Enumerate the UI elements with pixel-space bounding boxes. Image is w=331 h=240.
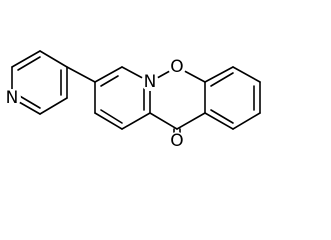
atom-label: O — [170, 57, 183, 77]
double-bond-inner — [17, 56, 41, 71]
bond — [121, 112, 151, 130]
atom-o-carbonyl: O — [168, 131, 186, 150]
bond — [94, 66, 123, 83]
bond — [176, 112, 206, 130]
atom-n-pyridine: N — [3, 88, 21, 108]
double-bond-inner — [100, 109, 123, 124]
chemical-structure: N N O O — [3, 50, 261, 150]
bond — [11, 50, 41, 68]
bond — [149, 112, 178, 130]
bond — [232, 66, 261, 83]
biaryl-bond — [66, 66, 96, 83]
double-bond-inner — [210, 109, 234, 124]
bond — [94, 112, 123, 130]
double-bond-inner — [210, 72, 234, 87]
bond — [39, 97, 68, 115]
atom-label: N — [144, 72, 157, 92]
atom-label: N — [6, 88, 19, 108]
central-pyridine-ring — [94, 66, 151, 130]
benzene-ring — [204, 66, 261, 130]
bond — [232, 112, 261, 130]
pyridine-ring — [11, 50, 68, 115]
atom-n-ring: N — [141, 72, 159, 92]
atom-label: O — [170, 131, 183, 150]
atom-o-ring: O — [168, 57, 186, 77]
bond — [39, 50, 68, 68]
bond — [204, 112, 234, 130]
double-bond-inner — [17, 94, 41, 109]
double-bond-inner — [100, 75, 119, 87]
bond — [204, 66, 234, 83]
